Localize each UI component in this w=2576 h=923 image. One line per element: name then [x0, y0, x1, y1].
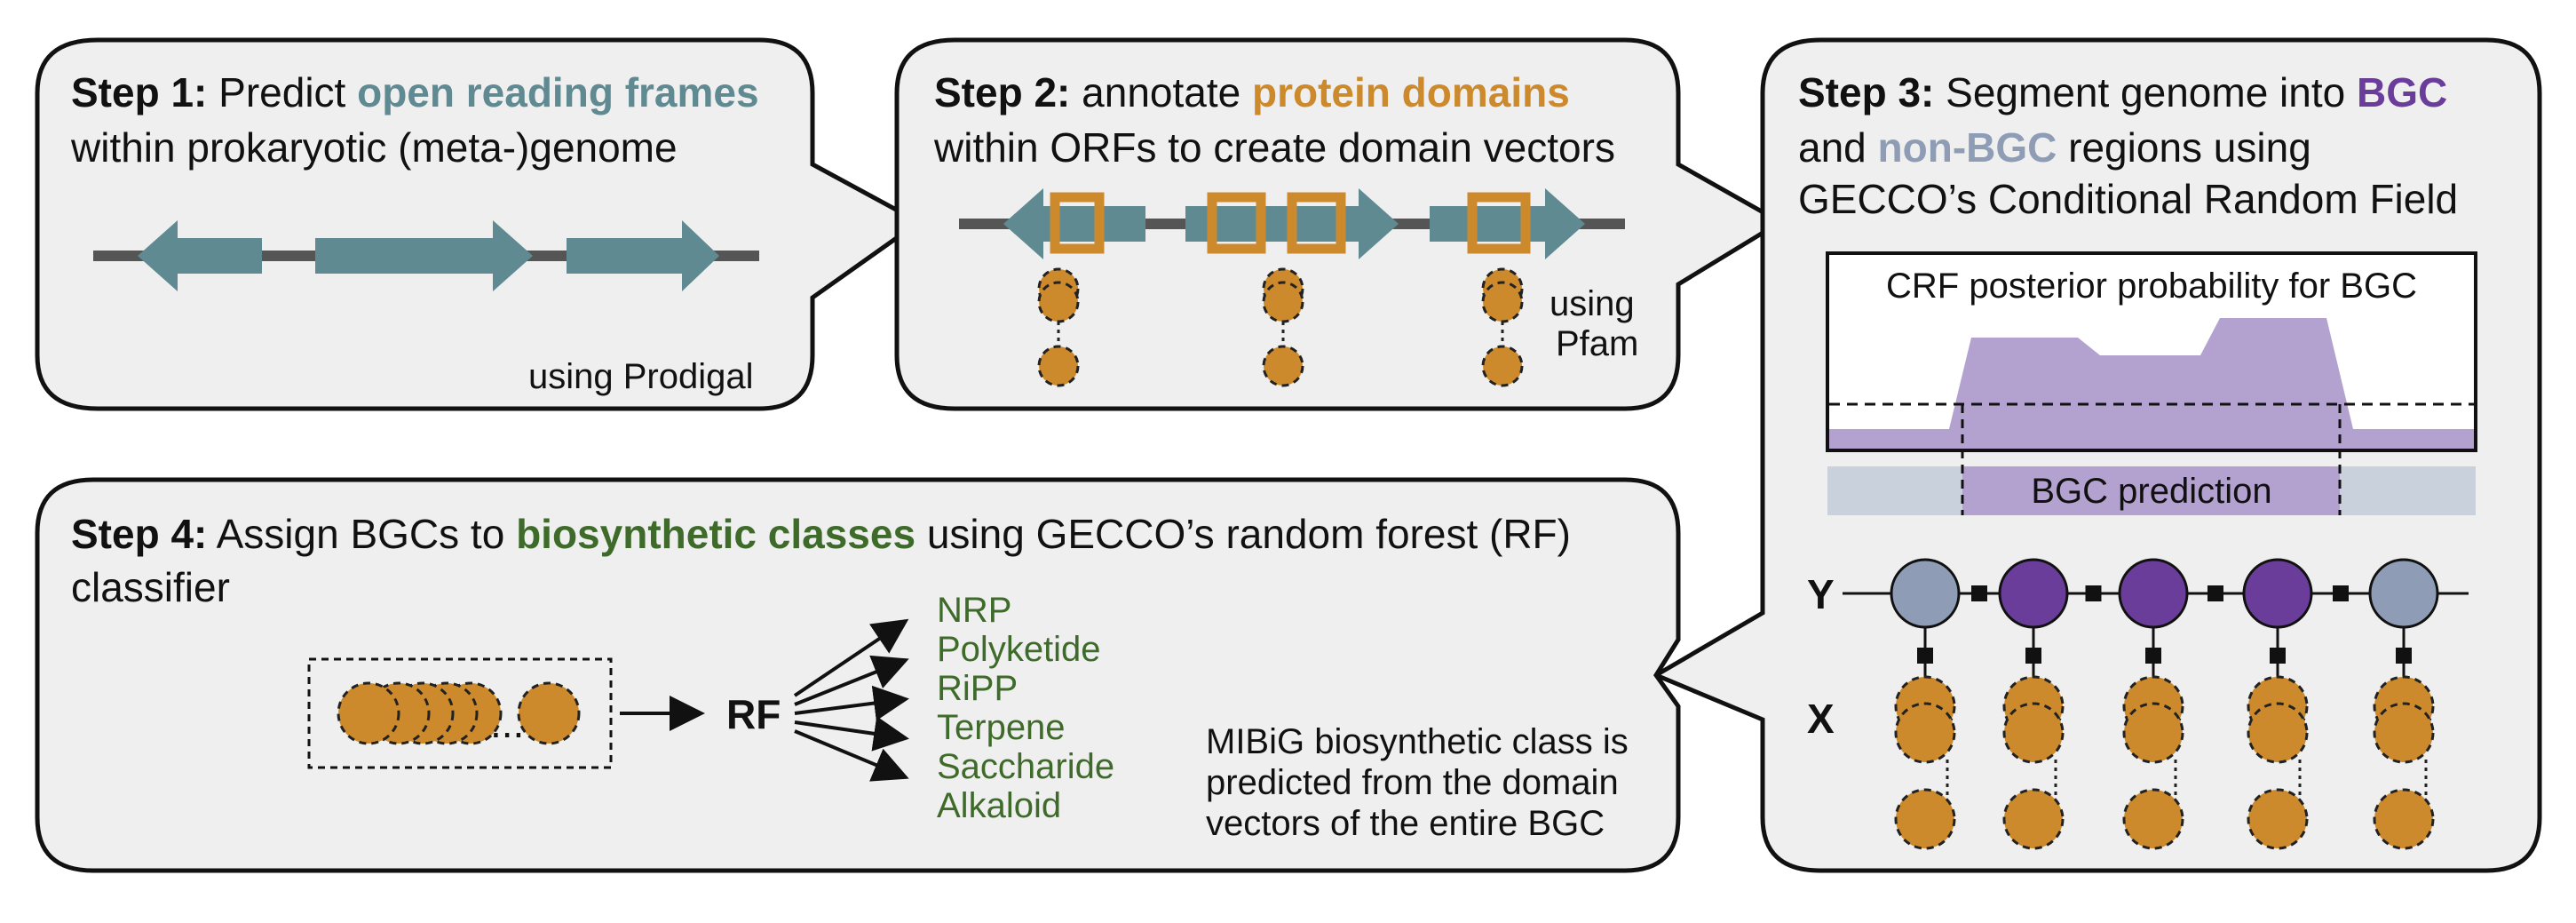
class-arrow: [794, 685, 909, 721]
class-arrows: [793, 618, 909, 782]
y-state-bgc: [2242, 558, 2313, 629]
crf-factor-square: [2207, 585, 2223, 601]
y-state-non-bgc: [1890, 558, 1961, 629]
y-state-bgc: [2118, 558, 2189, 629]
class-label-alkaloid: Alkaloid: [937, 786, 1061, 825]
crf-factor-square: [2396, 648, 2412, 664]
orf-arrow-forward: [567, 220, 719, 291]
step3-panel: Step 3: Segment genome into BGC and non-…: [1651, 37, 2542, 873]
step4-panel: Step 4: Assign BGCs to biosynthetic clas…: [35, 477, 1681, 873]
step4-note-line1: MIBiG biosynthetic class is: [1206, 722, 1629, 761]
domain-vector-3: [1481, 267, 1524, 387]
bgc-prediction-bar: BGC prediction: [1827, 404, 2476, 515]
domain-highlight: protein domains: [1252, 69, 1570, 115]
crf-factor-square: [2333, 585, 2349, 601]
y-state-bgc: [1998, 558, 2069, 629]
protein-domain-box: [1207, 192, 1266, 254]
class-arrow: [793, 618, 909, 697]
step3-line3: GECCO’s Conditional Random Field: [1798, 176, 2458, 222]
x-label: X: [1807, 696, 1835, 742]
orf-highlight: open reading frames: [357, 69, 758, 115]
x-domain-stack: [2122, 675, 2184, 850]
crf-factor-square: [2085, 585, 2102, 601]
crf-factor-square: [1917, 648, 1933, 664]
step2-tool-line2: Pfam: [1556, 324, 1638, 363]
class-arrow: [794, 716, 909, 752]
step4-note-line3: vectors of the entire BGC: [1206, 804, 1605, 843]
bgc-prediction-label: BGC prediction: [2031, 472, 2271, 511]
crf-factor-square: [2025, 648, 2041, 664]
protein-domain-box: [1467, 192, 1531, 254]
crf-probability-plot: CRF posterior probability for BGC: [1826, 251, 2477, 452]
class-label-saccharide: Saccharide: [937, 747, 1114, 786]
step3-line2: and non-BGC regions using: [1798, 124, 2311, 171]
step1-tool: using Prodigal: [528, 357, 754, 396]
class-label-polyketide: Polyketide: [937, 630, 1101, 669]
y-label: Y: [1807, 571, 1835, 617]
crf-factor-square: [1971, 585, 1987, 601]
bgc-domain-vector-stack: ...: [307, 657, 613, 769]
y-state-non-bgc: [2368, 558, 2439, 629]
step4-title: Step 4: Assign BGCs to biosynthetic clas…: [71, 511, 1571, 557]
domain-vector-1: [1037, 267, 1080, 387]
rf-label: RF: [726, 691, 781, 737]
step4-note-line2: predicted from the domain: [1206, 763, 1619, 802]
genome-domain-track: [959, 188, 1625, 259]
domain-vector-2: [1262, 267, 1304, 387]
crf-chain: Y X: [1807, 558, 2469, 850]
class-arrow: [794, 729, 909, 782]
protein-domain-box: [1050, 192, 1105, 254]
classes-highlight: biosynthetic classes: [516, 511, 915, 557]
step1-title: Step 1: Predict open reading frames: [71, 69, 759, 115]
orf-arrow-reverse: [138, 220, 262, 291]
crf-posterior-area: [1829, 318, 2474, 449]
non-bgc-highlight: non-BGC: [1878, 124, 2057, 171]
step2-tool-line1: using: [1550, 284, 1635, 323]
bgc-highlight: BGC: [2357, 69, 2447, 115]
crf-plot-title: CRF posterior probability for BGC: [1886, 267, 2417, 306]
orf-arrow-forward: [315, 220, 533, 291]
step2-panel: Step 2: annotate protein domains within …: [894, 37, 1785, 411]
step1-panel: Step 1: Predict open reading frames with…: [35, 37, 923, 411]
class-list: NRPPolyketideRiPPTerpeneSaccharideAlkalo…: [937, 591, 1114, 825]
step2-subtitle: within ORFs to create domain vectors: [933, 124, 1615, 171]
x-domain-stack: [2002, 675, 2065, 850]
step2-title: Step 2: annotate protein domains: [934, 69, 1570, 115]
crf-factor-square: [2145, 648, 2161, 664]
protein-domain-box: [1287, 192, 1346, 254]
class-label-nrp: NRP: [937, 591, 1011, 630]
x-domain-stack: [2247, 675, 2309, 850]
crf-factor-square: [2270, 648, 2286, 664]
genome-orf-track: [93, 220, 759, 291]
class-label-terpene: Terpene: [937, 708, 1066, 747]
class-label-ripp: RiPP: [937, 669, 1018, 708]
step3-title: Step 3: Segment genome into BGC: [1798, 69, 2447, 115]
x-domain-stack: [2373, 675, 2435, 850]
step1-subtitle: within prokaryotic (meta-)genome: [70, 124, 678, 171]
class-arrow: [794, 655, 909, 706]
orf-arrow-reverse: [1003, 188, 1145, 259]
step4-subtitle: classifier: [71, 564, 230, 610]
x-domain-stack: [1894, 675, 1956, 850]
